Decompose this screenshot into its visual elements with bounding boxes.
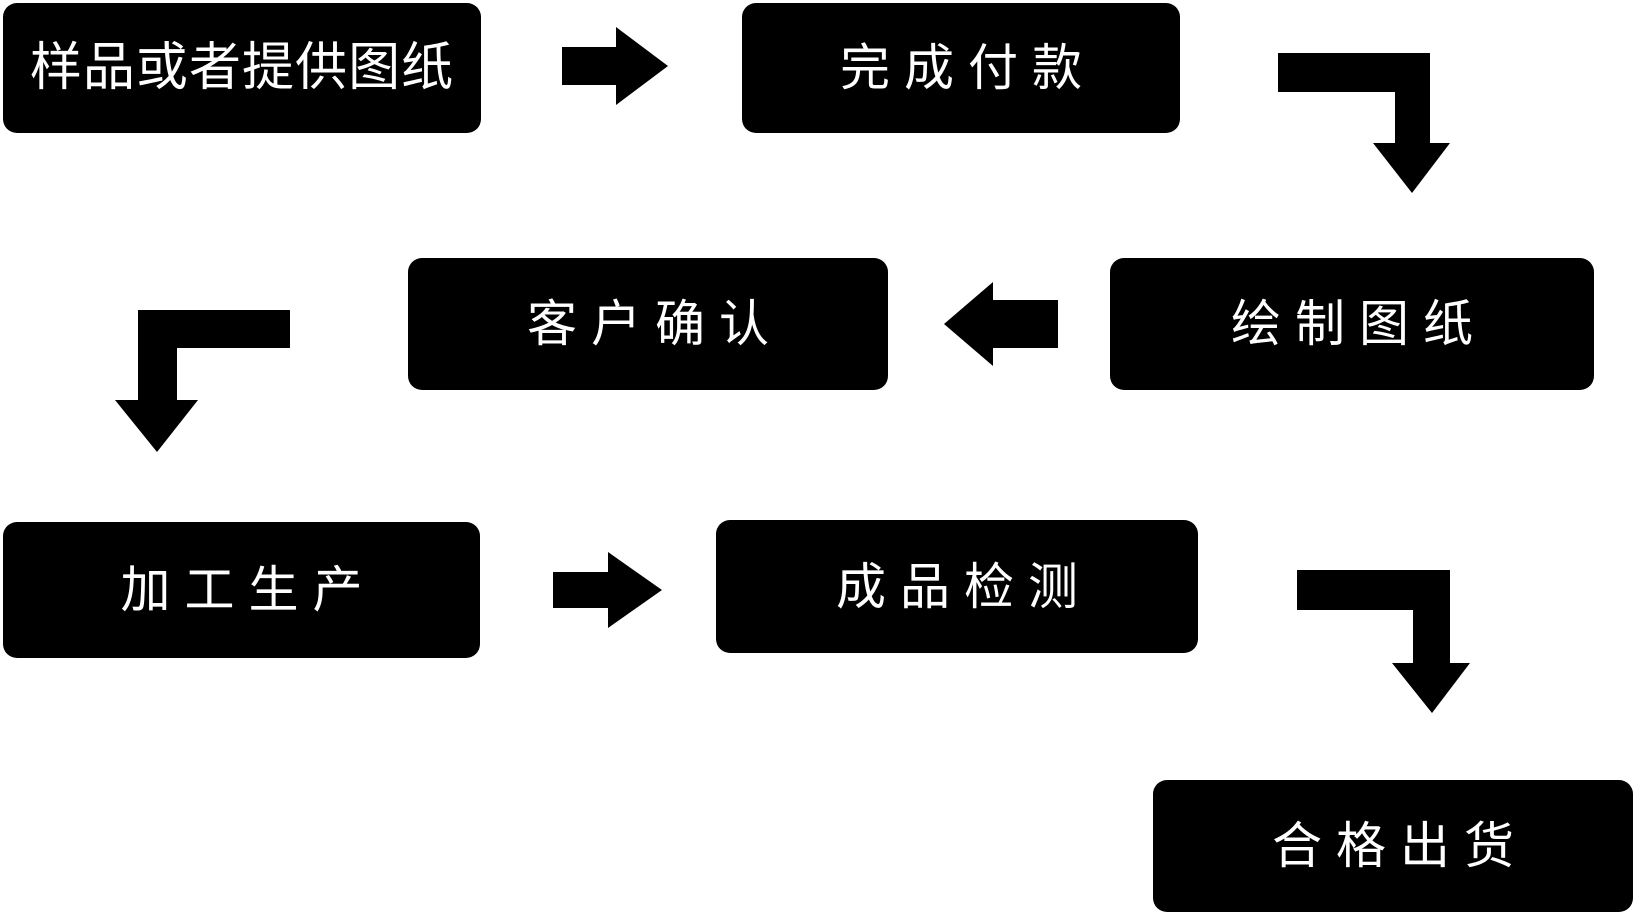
right-arrow-icon: [562, 27, 668, 105]
node-label: 加工生产: [120, 561, 377, 619]
node-processing-production: 加工生产: [3, 522, 480, 658]
node-complete-payment: 完成付款: [742, 3, 1180, 133]
node-label: 绘制图纸: [1231, 295, 1487, 353]
node-qualified-shipment: 合格出货: [1153, 780, 1633, 912]
elbow-down-arrow-icon: [1278, 53, 1450, 193]
node-sample-or-provide-drawing: 样品或者提供图纸: [3, 3, 481, 133]
node-draw-drawing: 绘制图纸: [1110, 258, 1594, 390]
node-customer-confirm: 客户确认: [408, 258, 888, 390]
elbow-down-arrow-icon: [115, 310, 290, 452]
left-arrow-icon: [944, 282, 1058, 366]
node-label: 成品检测: [836, 557, 1092, 616]
node-label: 合格出货: [1272, 817, 1528, 875]
node-finished-product-inspection: 成品检测: [716, 520, 1198, 653]
node-label: 客户确认: [527, 295, 783, 353]
node-label: 完成付款: [840, 39, 1096, 97]
right-arrow-icon: [553, 552, 662, 628]
node-label: 样品或者提供图纸: [29, 38, 455, 98]
elbow-down-arrow-icon: [1297, 570, 1470, 713]
